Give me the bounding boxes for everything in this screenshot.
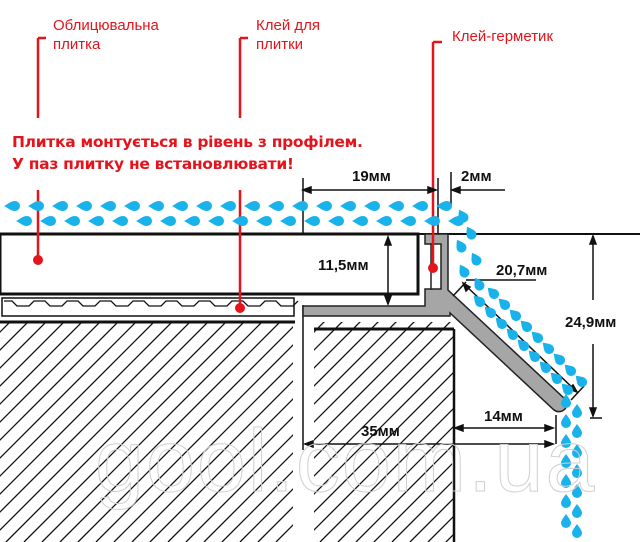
warning-line2: У паз плитку не встановлювати! <box>12 155 294 173</box>
dim-overhang: 14мм <box>484 408 523 425</box>
dim-total-height: 24,9мм <box>565 314 617 331</box>
tile-block <box>0 232 420 296</box>
dim-slope-length: 20,7мм <box>496 262 548 279</box>
tile-label-line1: Облицювальна <box>53 17 159 34</box>
dim-tile-height: 11,5мм <box>318 257 369 274</box>
dimension-lines <box>300 172 602 449</box>
dim-top-width: 19мм <box>352 168 391 185</box>
dim-gap: 2мм <box>461 168 492 185</box>
screed-hatch-left <box>0 322 293 542</box>
warning-text: Плитка монтується в рівень з профілем. У… <box>12 131 363 175</box>
tile-label: Облицювальна плитка <box>53 16 159 54</box>
watermark: gool.com.ua <box>94 411 597 511</box>
adhesive-label-line1: Клей для <box>256 17 321 34</box>
adhesive-label: Клей для плитки <box>256 16 320 54</box>
adhesive-label-line2: плитки <box>256 36 304 53</box>
dim-total-depth: 35мм <box>361 423 400 440</box>
adhesive-layer <box>1 297 299 317</box>
screed-hatch-right <box>314 322 454 542</box>
warning-line1: Плитка монтується в рівень з профілем. <box>12 133 363 151</box>
tile-label-line2: плитка <box>53 36 101 53</box>
sealant-label: Клей-герметик <box>452 28 554 45</box>
